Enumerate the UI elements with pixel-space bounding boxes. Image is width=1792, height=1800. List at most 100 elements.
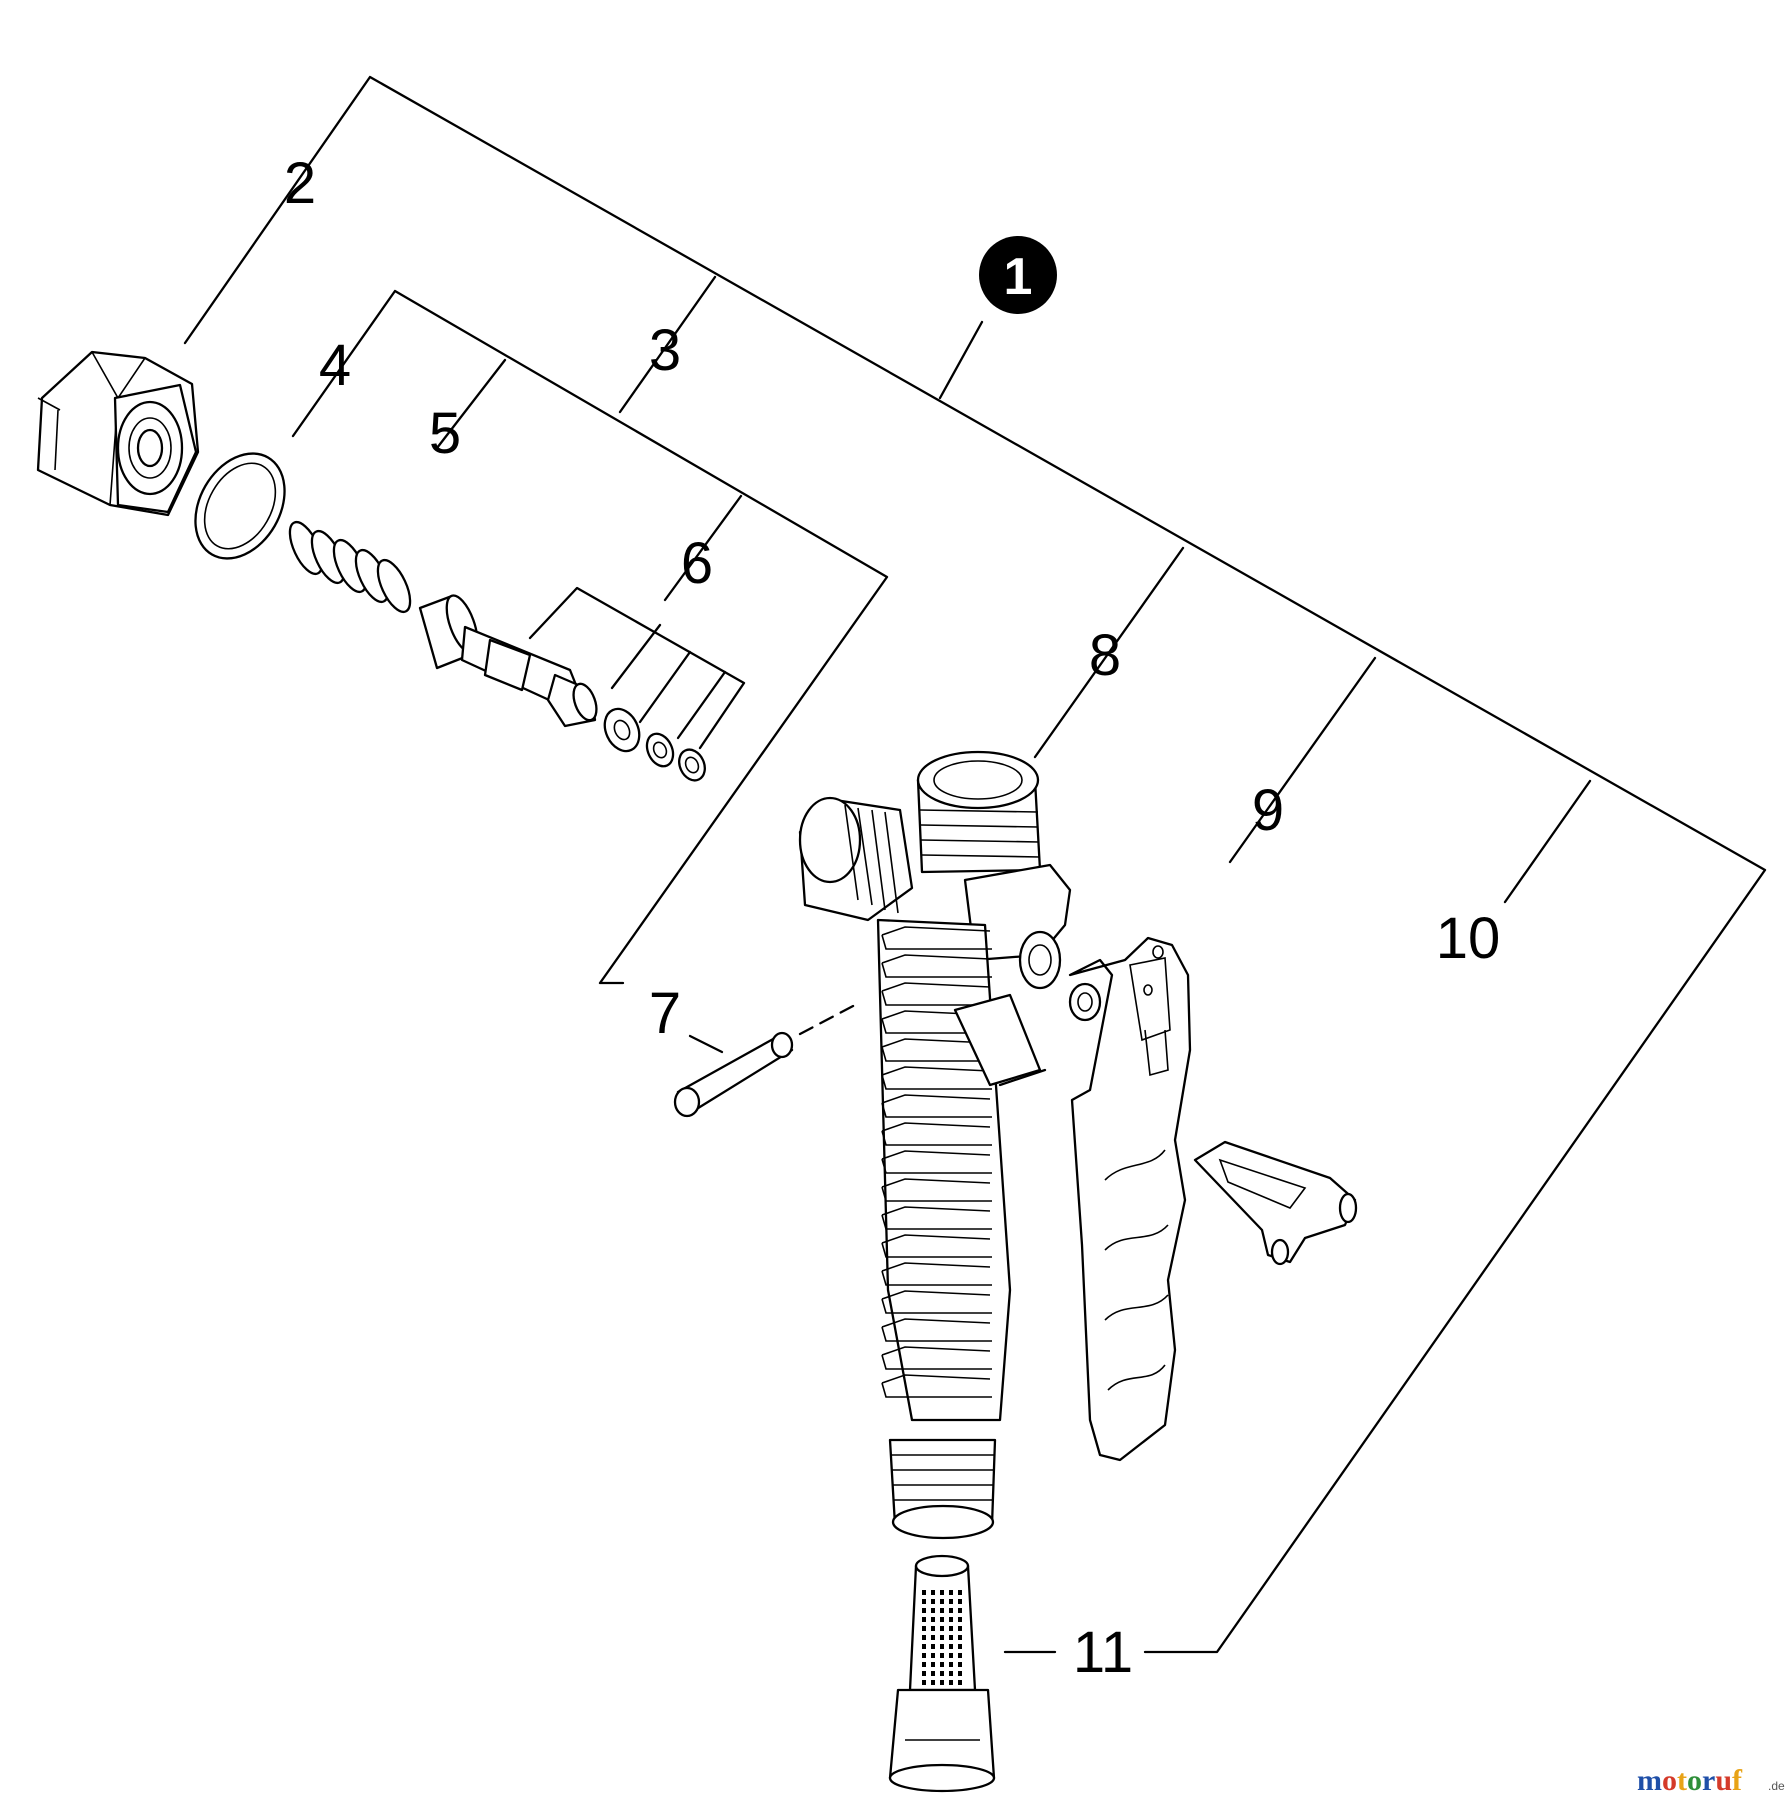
mesh-hole xyxy=(931,1653,935,1658)
mesh-hole xyxy=(949,1599,953,1604)
mesh-hole xyxy=(958,1608,962,1613)
mesh-hole xyxy=(949,1671,953,1676)
mesh-hole xyxy=(958,1671,962,1676)
watermark-text: motoruf xyxy=(1637,1764,1743,1797)
mesh-hole xyxy=(931,1644,935,1649)
mesh-hole xyxy=(949,1617,953,1622)
mesh-hole xyxy=(931,1590,935,1595)
mesh-hole xyxy=(931,1599,935,1604)
mesh-hole xyxy=(922,1626,926,1631)
label-4: 4 xyxy=(319,333,351,398)
label-10: 10 xyxy=(1436,906,1501,971)
mesh-hole xyxy=(922,1662,926,1667)
handle-rib xyxy=(881,1290,992,1314)
mesh-hole xyxy=(949,1644,953,1649)
strainer-mesh xyxy=(922,1590,962,1685)
handle-rib xyxy=(881,1206,992,1230)
mesh-hole xyxy=(958,1644,962,1649)
mesh-hole xyxy=(940,1671,944,1676)
mesh-hole xyxy=(922,1680,926,1685)
label-5: 5 xyxy=(429,401,461,466)
part-washers xyxy=(603,707,706,782)
assembly-badge xyxy=(979,236,1057,314)
watermark-letter: o xyxy=(1687,1764,1702,1797)
mesh-hole xyxy=(949,1590,953,1595)
mesh-hole xyxy=(958,1653,962,1658)
mesh-hole xyxy=(940,1680,944,1685)
part-hex-nut xyxy=(36,350,200,517)
mesh-hole xyxy=(922,1617,926,1622)
watermark-suffix: .de xyxy=(1768,1779,1785,1793)
handle-ribs xyxy=(881,926,992,1398)
mesh-hole xyxy=(958,1617,962,1622)
watermark-letter: r xyxy=(1702,1764,1715,1797)
mesh-hole xyxy=(940,1644,944,1649)
mesh-hole xyxy=(940,1608,944,1613)
handle-rib xyxy=(881,982,992,1006)
label-11: 11 xyxy=(1073,1620,1133,1685)
part-pin xyxy=(673,1031,794,1118)
part-trigger-lever xyxy=(1068,936,1192,1462)
handle-rib xyxy=(881,1234,992,1258)
handle-rib xyxy=(881,1374,992,1398)
part-o-ring xyxy=(194,452,286,560)
mesh-hole xyxy=(958,1635,962,1640)
mesh-hole xyxy=(958,1626,962,1631)
handle-rib xyxy=(881,1038,992,1062)
mesh-hole xyxy=(931,1608,935,1613)
handle-rib xyxy=(881,926,992,950)
leader-lines xyxy=(183,75,1767,1654)
handle-rib xyxy=(881,1094,992,1118)
mesh-hole xyxy=(949,1653,953,1658)
label-8: 8 xyxy=(1089,623,1121,688)
mesh-hole xyxy=(949,1626,953,1631)
handle-rib xyxy=(881,954,992,978)
mesh-hole xyxy=(949,1680,953,1685)
handle-rib xyxy=(881,1346,992,1370)
mesh-hole xyxy=(958,1599,962,1604)
watermark-logo: motoruf .de xyxy=(1637,1764,1785,1797)
label-9: 9 xyxy=(1252,778,1284,843)
mesh-hole xyxy=(922,1653,926,1658)
watermark-letter: m xyxy=(1637,1764,1662,1797)
mesh-hole xyxy=(949,1662,953,1667)
handle-rib xyxy=(881,1262,992,1286)
handle-rib xyxy=(881,1066,992,1090)
mesh-hole xyxy=(922,1608,926,1613)
mesh-hole xyxy=(931,1635,935,1640)
handle-rib xyxy=(881,1122,992,1146)
mesh-hole xyxy=(940,1590,944,1595)
mesh-hole xyxy=(940,1626,944,1631)
mesh-hole xyxy=(922,1671,926,1676)
watermark-letter: t xyxy=(1677,1764,1687,1797)
part-latch-clip xyxy=(1193,1140,1358,1266)
mesh-hole xyxy=(931,1671,935,1676)
mesh-hole xyxy=(940,1653,944,1658)
watermark-letter: o xyxy=(1662,1764,1677,1797)
part-strainer xyxy=(888,1554,996,1793)
mesh-hole xyxy=(931,1662,935,1667)
label-1: 1 xyxy=(1004,248,1033,306)
mesh-hole xyxy=(958,1662,962,1667)
mesh-hole xyxy=(958,1590,962,1595)
mesh-hole xyxy=(922,1635,926,1640)
mesh-hole xyxy=(958,1680,962,1685)
part-valve-body xyxy=(798,750,1072,1540)
label-7: 7 xyxy=(649,981,681,1046)
label-6: 6 xyxy=(681,531,713,596)
handle-rib xyxy=(881,1178,992,1202)
mesh-hole xyxy=(940,1599,944,1604)
mesh-hole xyxy=(922,1590,926,1595)
mesh-hole xyxy=(931,1617,935,1622)
watermark-letter: f xyxy=(1732,1764,1743,1797)
mesh-hole xyxy=(949,1635,953,1640)
mesh-hole xyxy=(949,1608,953,1613)
mesh-hole xyxy=(922,1644,926,1649)
watermark-letter: u xyxy=(1715,1764,1732,1797)
mesh-hole xyxy=(940,1617,944,1622)
mesh-hole xyxy=(940,1662,944,1667)
mesh-hole xyxy=(931,1626,935,1631)
mesh-hole xyxy=(922,1599,926,1604)
label-3: 3 xyxy=(649,318,681,383)
label-2: 2 xyxy=(284,151,316,216)
